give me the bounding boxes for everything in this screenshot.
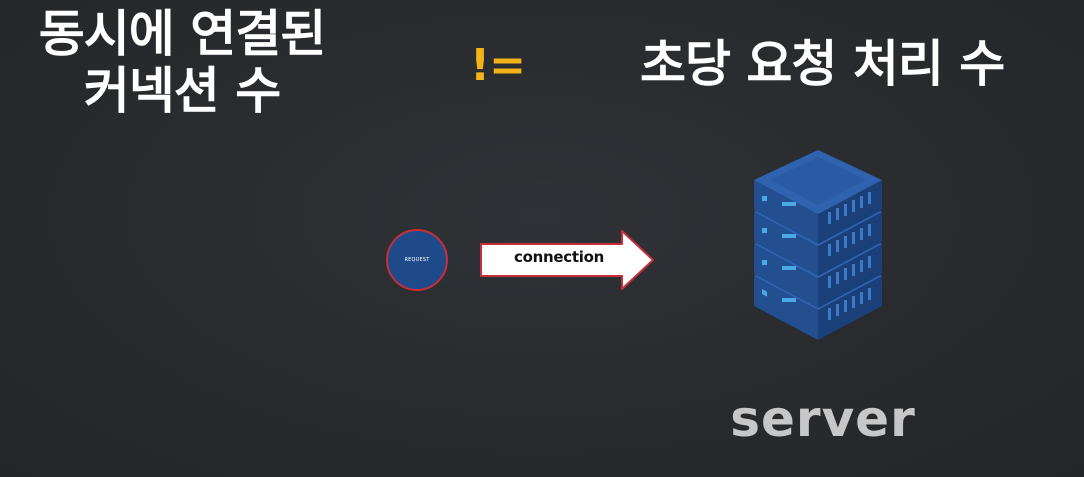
concurrent-connections-title: 동시에 연결된 커넥션 수 <box>14 6 350 120</box>
title-line-1: 동시에 연결된 <box>38 5 326 63</box>
connection-arrow <box>480 230 654 290</box>
server-icon <box>754 150 882 340</box>
request-node: REQUEST <box>386 229 448 291</box>
request-label: REQUEST <box>404 257 430 263</box>
server-label: server <box>730 390 916 448</box>
title-line-2: 커넥션 수 <box>83 62 281 120</box>
server-blade-1 <box>754 150 882 244</box>
connection-label: connection <box>514 248 604 266</box>
not-equal-operator: != <box>470 40 526 91</box>
requests-per-second-title: 초당 요청 처리 수 <box>640 35 1005 93</box>
arrow-shape <box>480 230 654 290</box>
